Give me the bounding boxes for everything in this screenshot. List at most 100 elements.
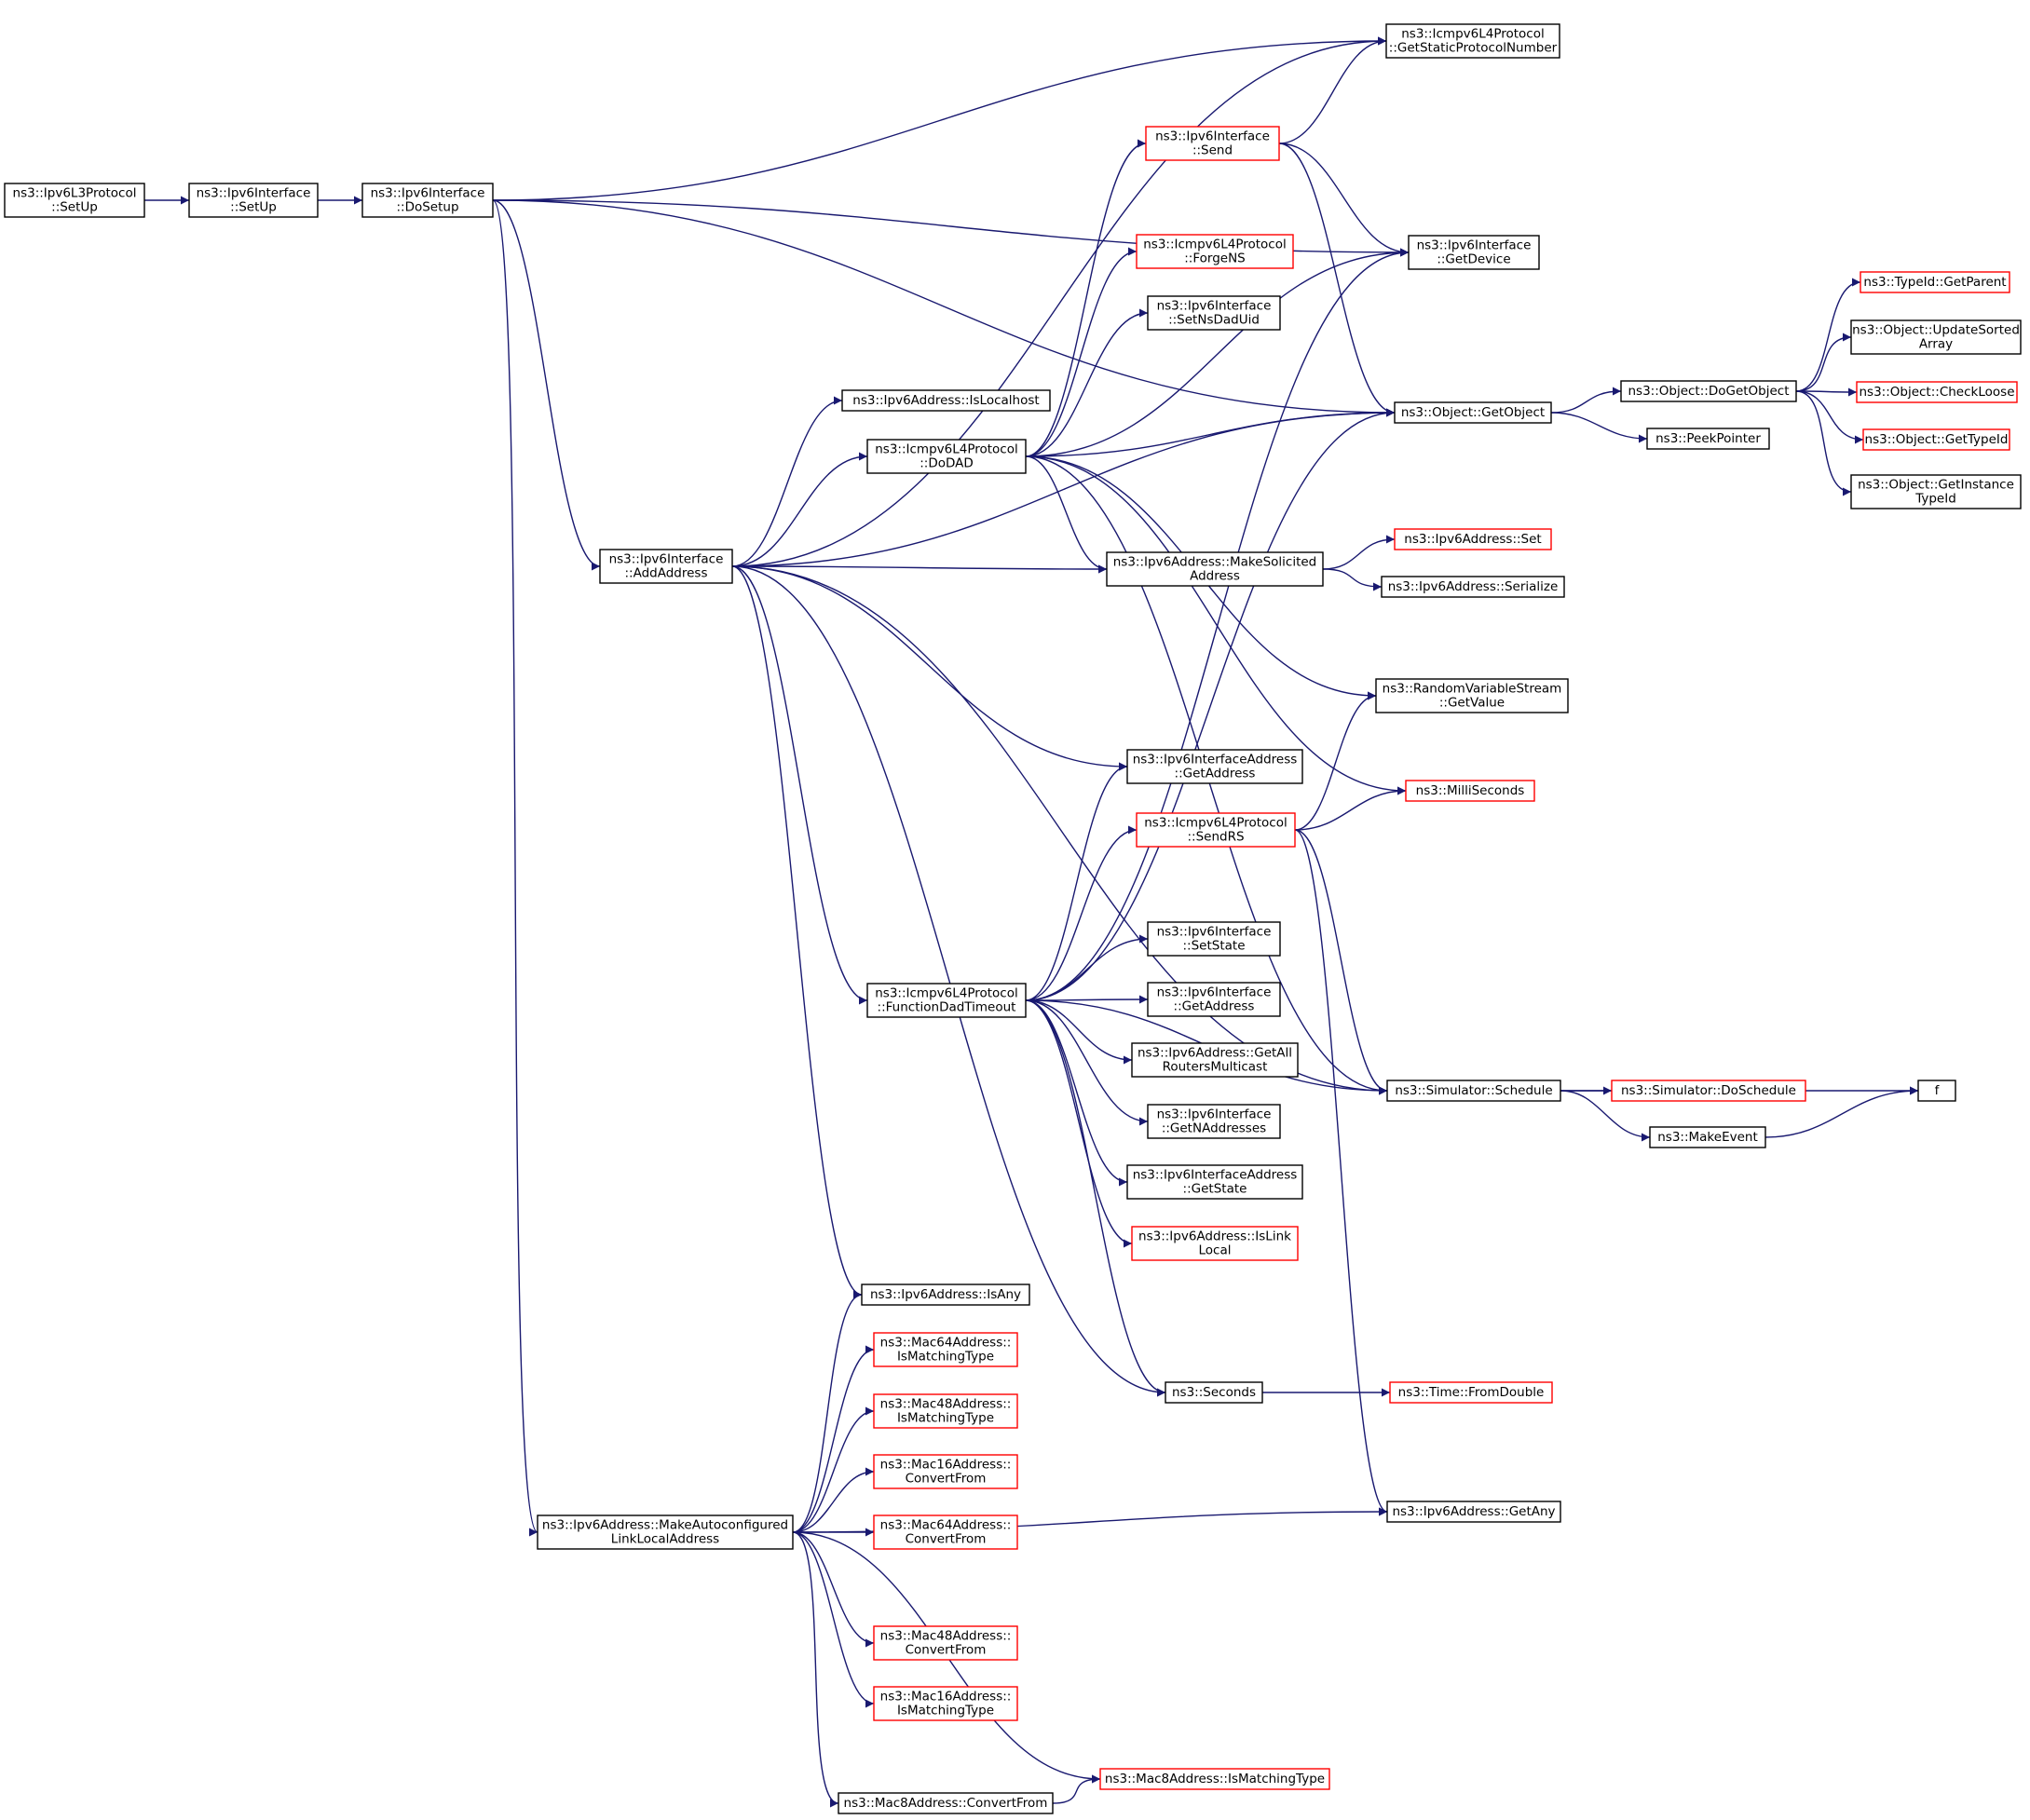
node-label-line: ns3::Ipv6Interface [197, 186, 311, 201]
node-ns3-ipv6interfaceaddress-getstate[interactable]: ns3::Ipv6InterfaceAddress::GetState [1126, 1164, 1303, 1200]
edge-ns3-ipv6address-makeautoconfiguredlinklocaladdress-to-ns3-mac48address-ismatchingtype [792, 1406, 875, 1533]
node-ns3-mac64address-ismatchingtype[interactable]: ns3::Mac64Address::IsMatchingType [873, 1332, 1018, 1367]
node-ns3-ipv6address-set[interactable]: ns3::Ipv6Address::Set [1394, 528, 1552, 550]
node-box [1375, 678, 1569, 713]
node-box [1385, 23, 1560, 59]
node-box [1620, 380, 1797, 402]
node-label-line: ns3::MilliSeconds [1416, 783, 1525, 798]
edge-ns3-ipv6interface-dosetup-to-ns3-object-getobject [492, 199, 1396, 417]
node-ns3-ipv6interface-send[interactable]: ns3::Ipv6Interface::Send [1145, 126, 1280, 161]
node-label-line: ns3::Ipv6Interface [1157, 925, 1272, 940]
node-box [873, 1625, 1018, 1661]
node-ns3-icmpv6l4protocol-sendrs[interactable]: ns3::Icmpv6L4Protocol::SendRS [1136, 812, 1296, 848]
edge-ns3-ipv6interface-addaddress-to-ns3-ipv6address-makesolicitedaddress [731, 564, 1108, 574]
edge-ns3-icmpv6l4protocol-sendrs-to-ns3-milliseconds [1294, 786, 1407, 831]
edge-ns3-icmpv6l4protocol-functiondadtimeout-to-ns3-object-getobject [1025, 408, 1396, 1001]
node-ns3-icmpv6l4protocol-functiondadtimeout[interactable]: ns3::Icmpv6L4Protocol::FunctionDadTimeou… [866, 983, 1027, 1018]
node-ns3-ipv6interface-getaddress[interactable]: ns3::Ipv6Interface::GetAddress [1147, 982, 1281, 1017]
node-box [1147, 921, 1281, 957]
node-ns3-icmpv6l4protocol-getstaticprotocolnumber[interactable]: ns3::Icmpv6L4Protocol::GetStaticProtocol… [1385, 23, 1560, 59]
node-ns3-mac48address-ismatchingtype[interactable]: ns3::Mac48Address::IsMatchingType [873, 1393, 1018, 1429]
node-ns3-simulator-doschedule[interactable]: ns3::Simulator::DoSchedule [1611, 1080, 1806, 1102]
node-ns3-ipv6interface-setstate[interactable]: ns3::Ipv6Interface::SetState [1147, 921, 1281, 957]
node-label-line: ns3::Icmpv6L4Protocol [1401, 27, 1545, 42]
node-box [1381, 576, 1565, 598]
node-label-line: ns3::Mac64Address:: [880, 1336, 1012, 1351]
node-label-line: ns3::Ipv6Interface [1157, 1107, 1272, 1122]
edge-ns3-ipv6interface-addaddress-to-ns3-icmpv6l4protocol-getstaticprotocolnumber [731, 36, 1387, 567]
edge-ns3-ipv6address-makeautoconfiguredlinklocaladdress-to-ns3-mac64address-ismatchingtype [792, 1345, 875, 1533]
node-f[interactable]: f [1917, 1080, 1956, 1102]
node-ns3-ipv6interface-getnaddresses[interactable]: ns3::Ipv6Interface::GetNAddresses [1147, 1104, 1281, 1139]
node-box [1850, 319, 2022, 355]
node-ns3-icmpv6l4protocol-dodad[interactable]: ns3::Icmpv6L4Protocol::DoDAD [866, 439, 1027, 474]
node-ns3-simulator-schedule[interactable]: ns3::Simulator::Schedule [1386, 1080, 1561, 1102]
edge-ns3-ipv6interface-dosetup-to-ns3-ipv6interface-addaddress [492, 199, 601, 571]
node-box [1862, 428, 2010, 451]
node-label-line: ::GetStaticProtocolNumber [1389, 41, 1558, 56]
node-ns3-icmpv6l4protocol-forgens[interactable]: ns3::Icmpv6L4Protocol::ForgeNS [1136, 234, 1294, 269]
node-ns3-mac16address-ismatchingtype[interactable]: ns3::Mac16Address::IsMatchingType [873, 1686, 1018, 1721]
node-ns3-object-checkloose[interactable]: ns3::Object::CheckLoose [1856, 381, 2018, 403]
node-ns3-ipv6address-getany[interactable]: ns3::Ipv6Address::GetAny [1386, 1501, 1561, 1523]
node-ns3-ipv6address-islocalhost[interactable]: ns3::Ipv6Address::IsLocalhost [841, 389, 1051, 412]
node-ns3-mac64address-convertfrom[interactable]: ns3::Mac64Address::ConvertFrom [873, 1514, 1018, 1550]
node-ns3-ipv6interface-getdevice[interactable]: ns3::Ipv6Interface::GetDevice [1408, 235, 1540, 270]
node-ns3-object-gettypeid[interactable]: ns3::Object::GetTypeId [1862, 428, 2010, 451]
node-label-line: ns3::Ipv6Address::IsAny [870, 1287, 1021, 1302]
edge-ns3-icmpv6l4protocol-dodad-to-ns3-ipv6interface-send [1025, 139, 1147, 457]
node-ns3-ipv6interface-addaddress[interactable]: ns3::Ipv6Interface::AddAddress [599, 549, 733, 584]
node-layer: ns3::Ipv6L3Protocol::SetUpns3::Ipv6Inter… [4, 23, 2022, 1814]
edge-ns3-object-dogetobject-to-ns3-object-gettypeid [1795, 390, 1864, 444]
node-ns3-peekpointer[interactable]: ns3::PeekPointer [1646, 428, 1770, 450]
node-ns3-makeevent[interactable]: ns3::MakeEvent [1649, 1126, 1766, 1148]
node-ns3-object-dogetobject[interactable]: ns3::Object::DoGetObject [1620, 380, 1797, 402]
node-label-line: ::GetNAddresses [1162, 1121, 1266, 1136]
node-label-line: ::GetValue [1439, 696, 1505, 711]
node-box [1611, 1080, 1806, 1102]
node-label-line: Local [1199, 1243, 1232, 1258]
node-ns3-ipv6interfaceaddress-getaddress[interactable]: ns3::Ipv6InterfaceAddress::GetAddress [1126, 749, 1303, 784]
edge-ns3-object-getobject-to-ns3-peekpointer [1550, 412, 1648, 443]
node-ns3-ipv6address-isany[interactable]: ns3::Ipv6Address::IsAny [861, 1284, 1030, 1306]
node-label-line: LinkLocalAddress [611, 1532, 719, 1547]
node-box [1131, 1042, 1299, 1078]
node-label-line: ::SendRS [1187, 830, 1244, 845]
node-ns3-seconds[interactable]: ns3::Seconds [1165, 1381, 1263, 1404]
node-label-line: ::GetAddress [1174, 999, 1255, 1014]
node-ns3-ipv6interface-setup[interactable]: ns3::Ipv6Interface::SetUp [188, 183, 319, 218]
edge-ns3-object-dogetobject-to-ns3-object-checkloose [1795, 387, 1858, 397]
node-ns3-mac8address-ismatchingtype[interactable]: ns3::Mac8Address::IsMatchingType [1099, 1768, 1330, 1790]
node-box [838, 1792, 1054, 1814]
node-ns3-mac8address-convertfrom[interactable]: ns3::Mac8Address::ConvertFrom [838, 1792, 1054, 1814]
node-box [1408, 235, 1540, 270]
node-label-line: ns3::RandomVariableStream [1383, 682, 1562, 697]
node-label-line: ns3::Ipv6Address::MakeAutoconfigured [542, 1518, 788, 1533]
node-ns3-time-fromdouble[interactable]: ns3::Time::FromDouble [1389, 1381, 1553, 1404]
node-ns3-milliseconds[interactable]: ns3::MilliSeconds [1405, 780, 1535, 802]
node-ns3-ipv6address-makeautoconfiguredlinklocaladdress[interactable]: ns3::Ipv6Address::MakeAutoconfiguredLink… [537, 1514, 794, 1550]
node-ns3-object-getobject[interactable]: ns3::Object::GetObject [1394, 401, 1552, 424]
node-ns3-ipv6address-serialize[interactable]: ns3::Ipv6Address::Serialize [1381, 576, 1565, 598]
node-label-line: ns3::Icmpv6L4Protocol [1143, 238, 1287, 252]
node-label-line: ::SetUp [230, 200, 277, 215]
node-ns3-randomvariablestream-getvalue[interactable]: ns3::RandomVariableStream::GetValue [1375, 678, 1569, 713]
node-ns3-typeid-getparent[interactable]: ns3::TypeId::GetParent [1860, 271, 2010, 293]
edge-ns3-icmpv6l4protocol-dodad-to-ns3-ipv6interface-getdevice [1025, 248, 1410, 457]
edge-ns3-icmpv6l4protocol-functiondadtimeout-to-ns3-ipv6interface-setstate [1025, 934, 1149, 1001]
node-ns3-ipv6interface-dosetup[interactable]: ns3::Ipv6Interface::DoSetup [361, 183, 494, 218]
node-label-line: ::AddAddress [625, 566, 708, 581]
node-ns3-mac48address-convertfrom[interactable]: ns3::Mac48Address::ConvertFrom [873, 1625, 1018, 1661]
node-ns3-mac16address-convertfrom[interactable]: ns3::Mac16Address::ConvertFrom [873, 1454, 1018, 1489]
edge-ns3-mac8address-convertfrom-to-ns3-mac8address-ismatchingtype [1052, 1774, 1101, 1804]
node-box [1856, 381, 2018, 403]
node-ns3-ipv6interface-setnsdaduid[interactable]: ns3::Ipv6Interface::SetNsDadUid [1147, 295, 1281, 331]
edge-ns3-icmpv6l4protocol-dodad-to-ns3-object-getobject [1025, 408, 1396, 457]
node-box [841, 389, 1051, 412]
